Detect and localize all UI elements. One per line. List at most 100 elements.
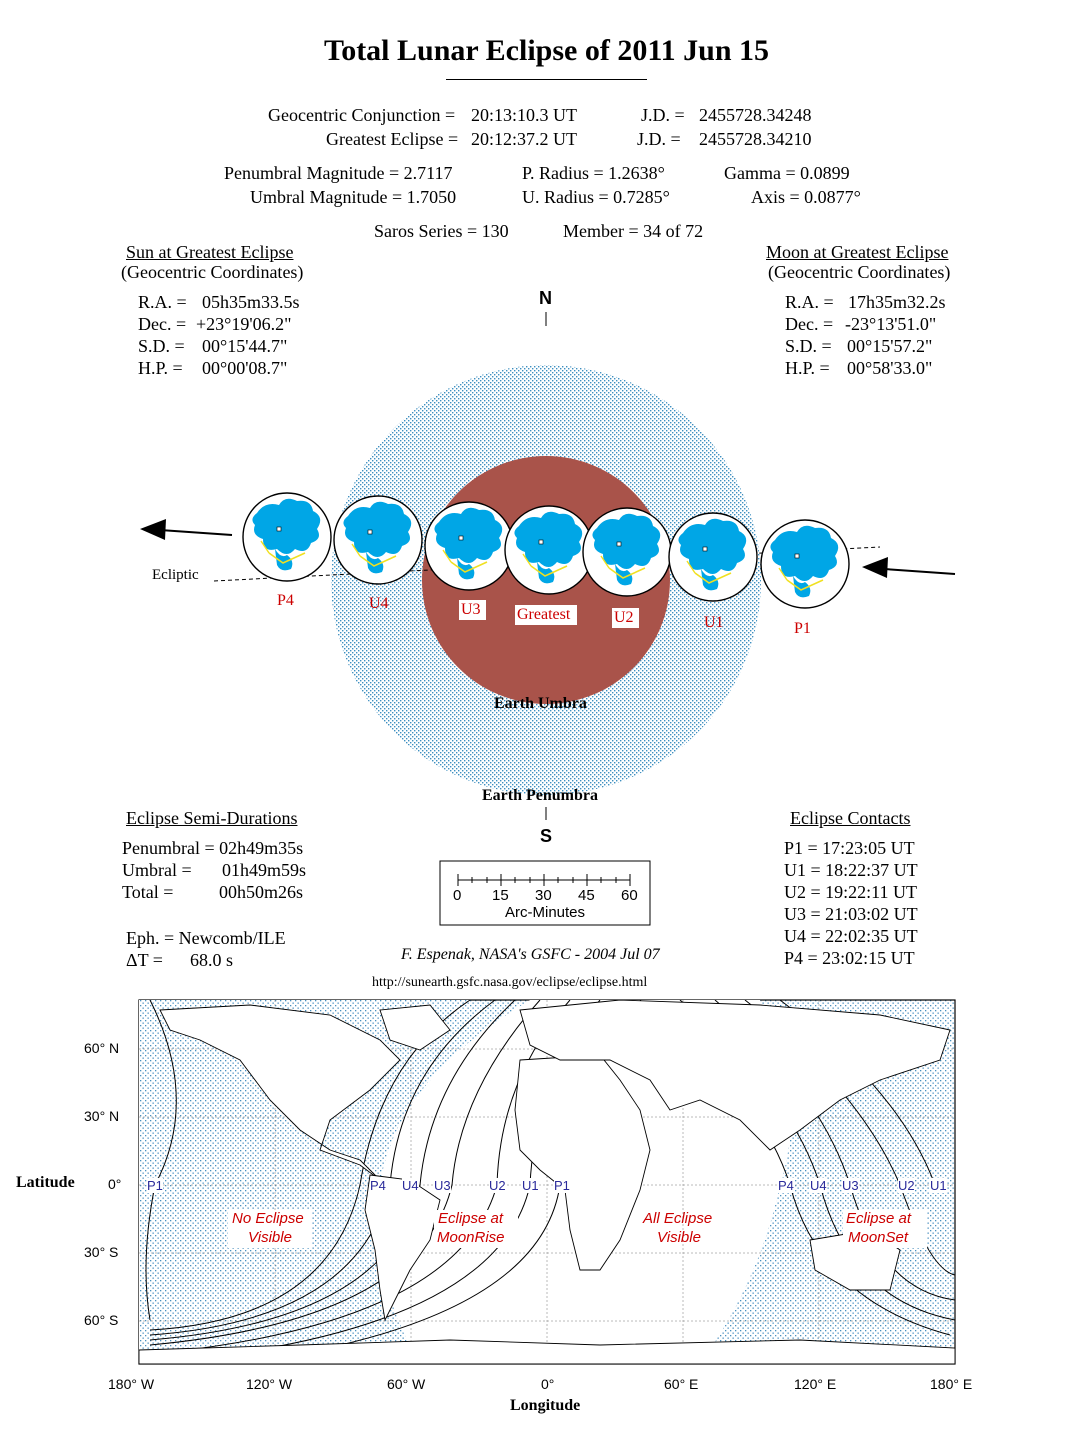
ephemeris: Eph. = Newcomb/ILE — [126, 928, 286, 948]
scale-unit: Arc-Minutes — [505, 904, 586, 921]
region-moonset-line2: MoonSet — [848, 1229, 909, 1246]
sun-ra-label: R.A. = — [138, 292, 187, 312]
penumbral-radius: P. Radius = 1.2638° — [522, 163, 665, 183]
contact-label-p1: P1 — [794, 620, 811, 637]
sun-sd: 00°15'44.7" — [202, 336, 288, 356]
scale-tick-30: 30 — [535, 887, 552, 904]
page-title: Total Lunar Eclipse of 2011 Jun 15 — [323, 34, 770, 67]
moon-greatest — [504, 505, 594, 595]
conjunction-label: Geocentric Conjunction = — [268, 105, 456, 125]
moon-heading: Moon at Greatest Eclipse — [766, 242, 949, 262]
region-moonset-line1: Eclipse at — [846, 1210, 912, 1227]
moon-p1 — [760, 519, 850, 609]
label-bg-greatest — [515, 605, 577, 625]
conjunction-jd: 2455728.34248 — [699, 105, 812, 125]
map-label-u2: U2 — [489, 1178, 506, 1193]
entry-arrow-head — [862, 557, 888, 578]
south-america — [364, 1174, 441, 1322]
map-label-u1-right: U1 — [930, 1178, 947, 1193]
moon-u3 — [424, 501, 514, 591]
earth-penumbra-label: Earth Penumbra — [482, 787, 598, 804]
moon-u4 — [333, 495, 423, 585]
saros-series: Saros Series = 130 — [374, 221, 509, 241]
moon-hp-label: H.P. = — [785, 358, 830, 378]
contact-label-p4: P4 — [277, 592, 294, 609]
umbral-radius: U. Radius = 0.7285° — [522, 187, 670, 207]
north-label: N — [539, 288, 552, 308]
earth-umbra-label: Earth Umbra — [494, 695, 587, 712]
exit-arrow-line — [159, 529, 233, 536]
moon-u2 — [582, 507, 672, 597]
no-eclipse-region — [139, 1000, 470, 1364]
semi-duration-umbral: 01h49m59s — [222, 860, 307, 880]
contact-u2: U2 = 19:22:11 UT — [784, 882, 917, 902]
semi-durations-heading: Eclipse Semi-Durations — [126, 808, 298, 828]
map-label-p4: P4 — [370, 1178, 386, 1193]
region-all-line2: Visible — [657, 1229, 701, 1246]
contact-label-u1: U1 — [704, 614, 724, 631]
greenland — [379, 1004, 451, 1051]
sun-ra: 05h35m33.5s — [202, 292, 300, 312]
semi-duration-total-label: Total = — [122, 882, 174, 902]
umbral-magnitude: Umbral Magnitude = 1.7050 — [250, 187, 457, 207]
moon-ra: 17h35m32.2s — [848, 292, 946, 312]
region-moonrise-line1: Eclipse at — [438, 1210, 504, 1227]
saros-member: Member = 34 of 72 — [563, 221, 704, 241]
contact-label-u2: U2 — [614, 609, 634, 626]
contact-label-greatest: Greatest — [517, 606, 571, 623]
lon-tick-120w: 120° W — [246, 1376, 293, 1392]
moon-sd-label: S.D. = — [785, 336, 832, 356]
map-label-p1-left: P1 — [147, 1178, 163, 1193]
region-all-line1: All Eclipse — [643, 1210, 713, 1227]
scale-tick-15: 15 — [492, 887, 509, 904]
conjunction-time: 20:13:10.3 UT — [471, 105, 577, 125]
map-label-u4-right: U4 — [810, 1178, 827, 1193]
lon-tick-180e: 180° E — [930, 1376, 973, 1392]
semi-duration-umbral-label: Umbral = — [122, 860, 192, 880]
source-url[interactable]: http://sunearth.gsfc.nasa.gov/eclipse/ec… — [372, 975, 648, 990]
label-bg-u2 — [612, 608, 639, 628]
latitude-axis-label: Latitude — [16, 1174, 75, 1191]
lon-tick-60w: 60° W — [387, 1376, 426, 1392]
axis: Axis = 0.0877° — [751, 187, 861, 207]
north-america — [159, 1004, 401, 1181]
semi-duration-penumbral: Penumbral = 02h49m35s — [122, 838, 304, 858]
moon-dec: -23°13'51.0" — [845, 314, 937, 334]
scale-tick-45: 45 — [578, 887, 595, 904]
sun-hp: 00°00'08.7" — [202, 358, 288, 378]
conjunction-jd-label: J.D. = — [641, 105, 685, 125]
visibility-map — [138, 999, 956, 1365]
lat-tick-60s: 60° S — [84, 1312, 119, 1328]
antarctica — [138, 1339, 956, 1365]
semi-duration-total: 00h50m26s — [219, 882, 304, 902]
map-label-u3-right: U3 — [842, 1178, 859, 1193]
moon-p4 — [242, 492, 332, 582]
gamma: Gamma = 0.0899 — [724, 163, 850, 183]
region-no-eclipse-line2: Visible — [248, 1229, 292, 1246]
lon-tick-60e: 60° E — [664, 1376, 699, 1392]
sun-dec: +23°19'06.2" — [196, 314, 292, 334]
scale-box — [439, 860, 651, 926]
scale-tick-60: 60 — [621, 887, 638, 904]
greatest-jd: 2455728.34210 — [699, 129, 812, 149]
eurasia — [519, 999, 951, 1151]
title-divider — [446, 79, 647, 80]
sun-subheading: (Geocentric Coordinates) — [121, 262, 304, 282]
map-label-u2-right: U2 — [898, 1178, 915, 1193]
lon-tick-180w: 180° W — [108, 1376, 155, 1392]
moon-hp: 00°58'33.0" — [847, 358, 933, 378]
sun-heading: Sun at Greatest Eclipse — [126, 242, 294, 262]
contact-u1: U1 = 18:22:37 UT — [784, 860, 918, 880]
region-moonrise-line2: MoonRise — [437, 1229, 505, 1246]
author-credit: F. Espenak, NASA's GSFC - 2004 Jul 07 — [401, 946, 660, 963]
sun-dec-label: Dec. = — [138, 314, 187, 334]
lon-tick-0: 0° — [541, 1376, 555, 1392]
scale-tick-0: 0 — [453, 887, 462, 904]
sun-sd-label: S.D. = — [138, 336, 185, 356]
map-label-u3: U3 — [434, 1178, 451, 1193]
africa — [514, 1054, 651, 1271]
moon-dec-label: Dec. = — [785, 314, 834, 334]
delta-t-label: ΔT = — [126, 950, 163, 970]
sun-hp-label: H.P. = — [138, 358, 183, 378]
lat-tick-0: 0° — [108, 1176, 122, 1192]
